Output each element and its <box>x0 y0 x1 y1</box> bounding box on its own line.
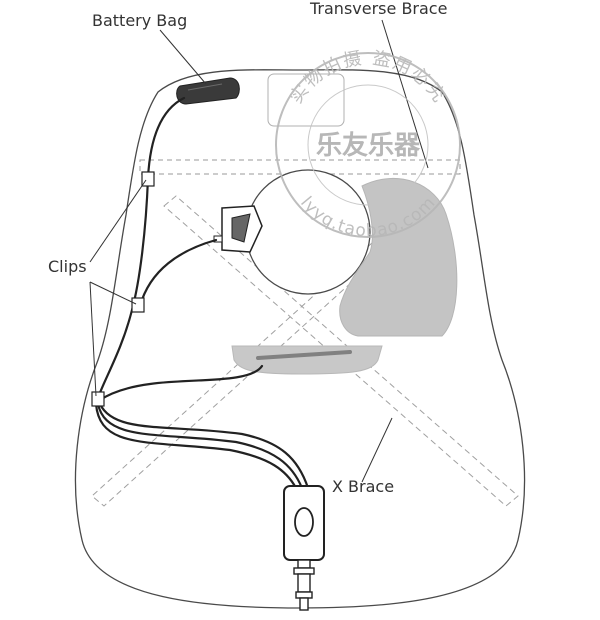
x-brace-bar-left-to-right <box>163 195 519 507</box>
label-clips: Clips <box>48 257 87 276</box>
battery-bag <box>176 77 240 105</box>
leader-battery-bag <box>159 29 207 85</box>
saddle <box>256 350 352 360</box>
preamp-cable <box>138 238 218 308</box>
cables <box>94 96 310 490</box>
leader-clips-lower <box>89 281 97 397</box>
cable-bundle-3 <box>98 402 310 490</box>
endpin-jack <box>283 485 325 611</box>
leader-clips-middle <box>89 281 137 305</box>
watermark-top-text: 实物拍摄 盗用必究 <box>286 48 450 108</box>
label-x-brace: X Brace <box>332 477 394 496</box>
guitar-body-outline <box>74 69 526 609</box>
label-transverse-brace: Transverse Brace <box>309 0 447 18</box>
leader-clips-upper <box>89 179 147 263</box>
watermark-center-text: 乐友乐器 <box>316 131 421 161</box>
cable-bundle-1 <box>94 402 298 490</box>
leader-lines <box>89 19 429 483</box>
watermark-stamp: 实物拍摄 盗用必究 乐友乐器 lyyq.taobao.com <box>275 48 461 241</box>
preamp-module <box>213 205 263 253</box>
leader-x-brace <box>361 417 393 483</box>
neck-block <box>267 73 345 127</box>
label-battery-bag: Battery Bag <box>92 11 187 30</box>
clip-lower <box>91 391 105 407</box>
bridge-cable <box>98 364 264 402</box>
bridge <box>231 345 383 375</box>
cable-bundle-2 <box>96 402 304 490</box>
leader-transverse-brace <box>381 19 429 169</box>
transverse-brace <box>139 159 461 175</box>
clip-middle <box>131 297 145 313</box>
battery-cable <box>96 96 186 400</box>
pickguard <box>339 177 458 337</box>
clip-upper <box>141 171 155 187</box>
